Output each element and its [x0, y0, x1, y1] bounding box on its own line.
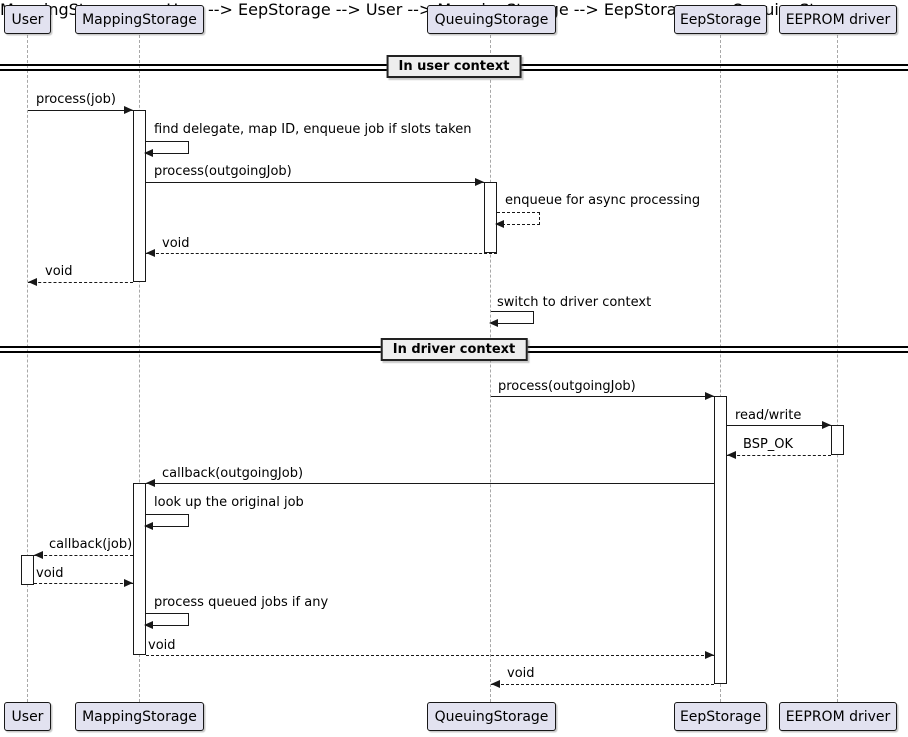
message-arrow: [146, 483, 714, 484]
message-label: void: [507, 666, 535, 681]
participant-user-top: User: [4, 5, 51, 34]
participant-queuingstorage-top: QueuingStorage: [427, 5, 556, 34]
message-label: void: [45, 264, 73, 279]
activation-mappingstorage-1: [133, 110, 146, 282]
message-label: void: [162, 236, 190, 251]
participant-eepstorage-bottom: EepStorage: [674, 702, 767, 731]
arrowhead-left-icon: [144, 621, 153, 629]
message-arrow: [727, 455, 831, 456]
lifeline-eeprom-driver: [837, 35, 838, 702]
participant-mappingstorage-top: MappingStorage: [75, 5, 204, 34]
message-arrow: [28, 282, 133, 283]
message-label: find delegate, map ID, enqueue job if sl…: [154, 122, 472, 137]
message-arrow: [491, 684, 714, 685]
arrowhead-left-icon: [489, 319, 498, 327]
message-arrow: [34, 583, 133, 584]
activation-mappingstorage-2: [133, 483, 146, 655]
message-arrow: [146, 182, 484, 183]
message-label: process(outgoingJob): [498, 379, 636, 394]
message-arrow: [491, 396, 714, 397]
arrowhead-left-icon: [495, 220, 504, 228]
lifeline-queuingstorage: [490, 35, 491, 702]
arrowhead-left-icon: [727, 451, 736, 459]
participant-eeprom-driver-bottom: EEPROM driver: [779, 702, 897, 731]
message-label: callback(outgoingJob): [162, 466, 304, 481]
arrowhead-left-icon: [34, 551, 43, 559]
arrowhead-left-icon: [146, 479, 155, 487]
participant-eeprom-driver-top: EEPROM driver: [779, 5, 897, 34]
message-label: read/write: [735, 408, 802, 423]
divider-label-driver-context: In driver context: [380, 338, 528, 361]
arrowhead-left-icon: [28, 278, 37, 286]
arrowhead-right-icon: [124, 579, 133, 587]
message-label: process queued jobs if any: [154, 595, 329, 610]
arrowhead-left-icon: [144, 149, 153, 157]
message-label: void: [148, 638, 176, 653]
message-label: void: [36, 566, 64, 581]
arrowhead-right-icon: [124, 106, 133, 114]
message-label: BSP_OK: [743, 437, 794, 452]
activation-eepstorage: [714, 396, 727, 684]
self-message-arrow: [144, 141, 189, 157]
self-message-arrow: [495, 212, 540, 228]
lifeline-eepstorage: [720, 35, 721, 702]
lifeline-mappingstorage: [139, 35, 140, 702]
arrowhead-left-icon: [144, 522, 153, 530]
activation-queuingstorage: [484, 182, 497, 253]
message-label: switch to driver context: [497, 295, 652, 310]
self-message-arrow: [144, 613, 189, 629]
message-label: process(job): [36, 92, 116, 107]
message-label: callback(job): [49, 537, 133, 552]
arrowhead-right-icon: [705, 651, 714, 659]
message-label: process(outgoingJob): [154, 164, 292, 179]
message-arrow: [146, 655, 714, 656]
divider-label-user-context: In user context: [386, 55, 522, 78]
arrowhead-right-icon: [822, 421, 831, 429]
self-message-arrow: [489, 311, 534, 327]
arrowhead-left-icon: [146, 249, 155, 257]
arrowhead-left-icon: [491, 680, 500, 688]
participant-eepstorage-top: EepStorage: [674, 5, 767, 34]
message-arrow: [727, 425, 831, 426]
arrowhead-right-icon: [475, 178, 484, 186]
activation-user: [21, 555, 34, 585]
message-label: look up the original job: [154, 495, 304, 510]
arrowhead-right-icon: [705, 392, 714, 400]
lifeline-user: [27, 35, 28, 702]
activation-eeprom-driver: [831, 425, 844, 455]
self-message-arrow: [144, 514, 189, 530]
message-arrow: [146, 253, 497, 254]
message-label: enqueue for async processing: [505, 193, 701, 208]
participant-user-bottom: User: [4, 702, 51, 731]
participant-queuingstorage-bottom: QueuingStorage: [427, 702, 556, 731]
participant-mappingstorage-bottom: MappingStorage: [75, 702, 204, 731]
message-arrow: [34, 555, 133, 556]
message-arrow: [28, 110, 133, 111]
